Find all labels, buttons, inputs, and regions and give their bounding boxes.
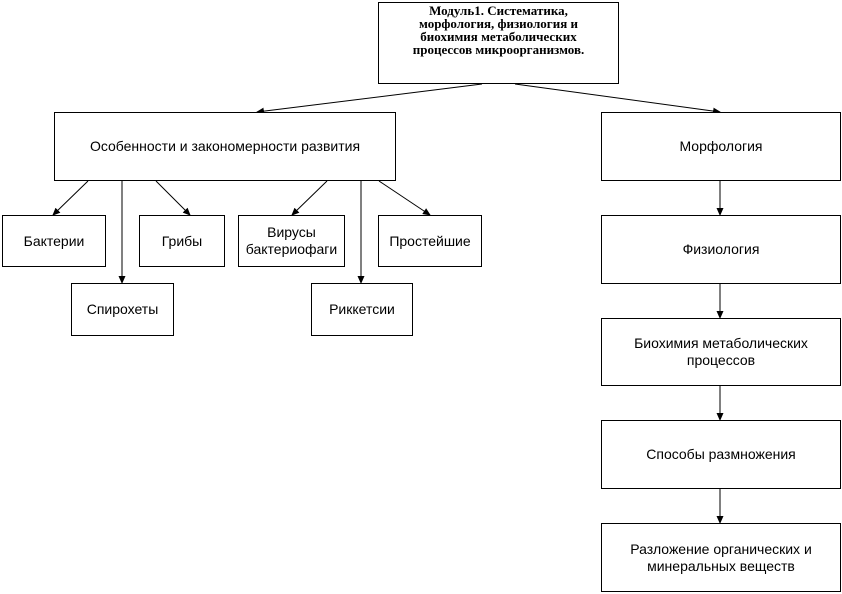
fungi-label: Грибы	[161, 232, 203, 249]
module-title-node: Модуль1. Систематика, морфология, физиол…	[378, 2, 619, 84]
reproduction-node: Способы размножения	[601, 420, 841, 489]
physiology-label: Физиология	[682, 241, 760, 257]
development-node: Особенности и закономерности развития	[54, 112, 396, 181]
protozoa-label: Простейшие	[389, 232, 471, 249]
decomposition-node: Разложение органических и минеральных ве…	[601, 523, 841, 592]
viruses-label: Вирусы бактериофаги	[245, 224, 338, 257]
reproduction-label: Способы размножения	[646, 446, 796, 462]
decomposition-label: Разложение органических и минеральных ве…	[630, 540, 812, 574]
morphology-label: Морфология	[679, 138, 763, 154]
rickettsia-node: Риккетсии	[311, 283, 413, 336]
arrow-root-to-morphology	[514, 83, 721, 115]
bacteria-label: Бактерии	[23, 232, 85, 249]
arrow-development-to-viruses	[291, 180, 328, 216]
arrow-root-to-development	[256, 83, 483, 115]
module-title: Модуль1. Систематика, морфология, физиол…	[412, 3, 585, 57]
arrow-development-to-protozoa	[378, 180, 431, 216]
arrow-development-to-fungi	[155, 180, 191, 216]
bacteria-node: Бактерии	[2, 215, 106, 267]
biochemistry-node: Биохимия метаболических процессов	[601, 318, 841, 386]
physiology-node: Физиология	[601, 215, 841, 284]
biochemistry-label: Биохимия метаболических процессов	[634, 335, 808, 368]
spirochetes-node: Спирохеты	[71, 283, 174, 336]
viruses-node: Вирусы бактериофаги	[238, 215, 345, 267]
protozoa-node: Простейшие	[378, 215, 482, 267]
spirochetes-label: Спирохеты	[86, 301, 159, 317]
development-label: Особенности и закономерности развития	[89, 138, 361, 154]
fungi-node: Грибы	[139, 215, 225, 267]
rickettsia-label: Риккетсии	[329, 301, 395, 317]
arrow-development-to-bacteria	[52, 180, 89, 216]
morphology-node: Морфология	[601, 112, 841, 181]
